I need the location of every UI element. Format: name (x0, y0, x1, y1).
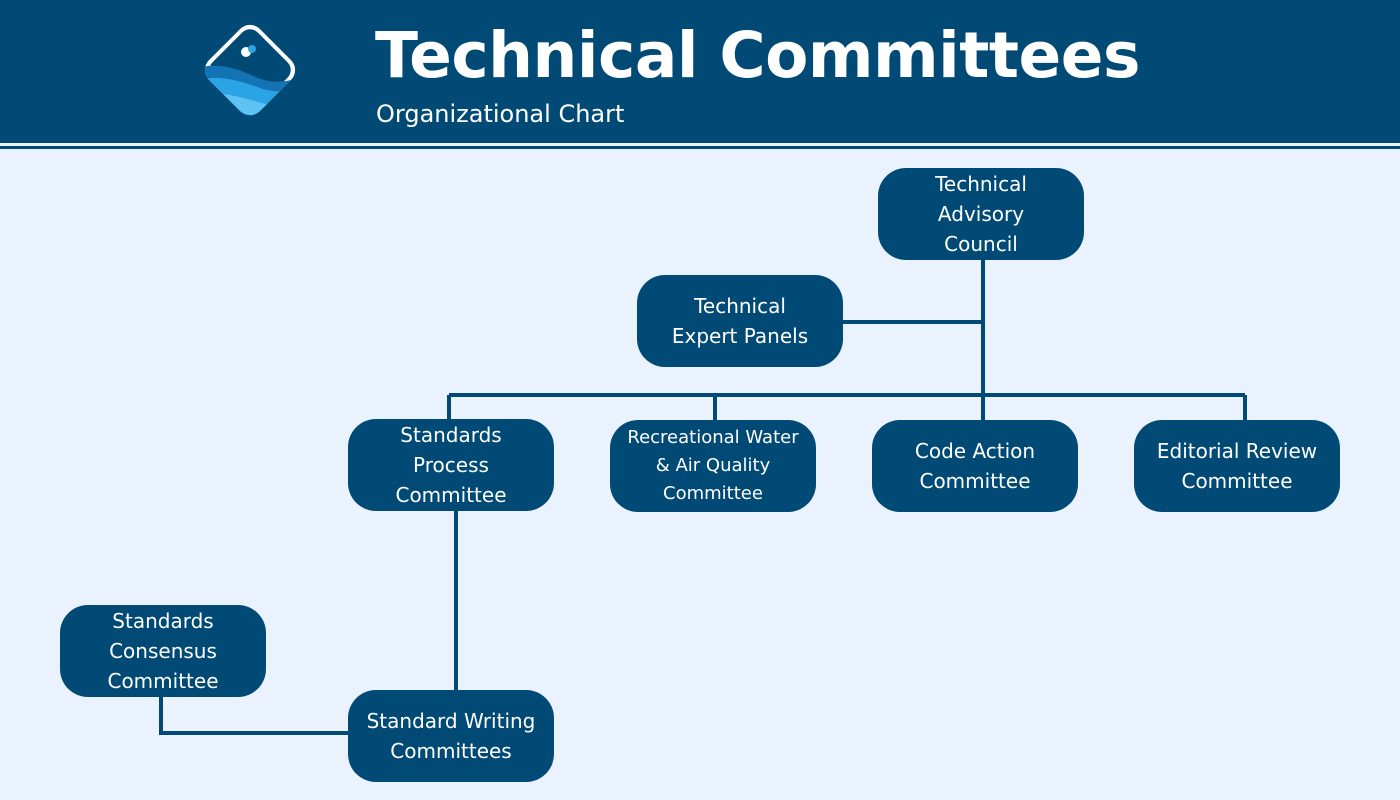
header-divider (0, 146, 1400, 149)
connector-consensus-committee (159, 696, 350, 735)
node-technical-expert-panels: Technical Expert Panels (637, 275, 843, 367)
node-standards-consensus-committee: Standards Consensus Committee (60, 605, 266, 697)
node-technical-advisory-council: Technical Advisory Council (878, 168, 1084, 260)
page-subtitle: Organizational Chart (376, 100, 625, 128)
page-title: Technical Committees (375, 19, 1140, 92)
node-standard-writing-committees: Standard Writing Committees (348, 690, 554, 782)
node-standards-process-committee: Standards Process Committee (348, 419, 554, 511)
node-code-action-committee: Code Action Committee (872, 420, 1078, 512)
wave-logo-icon (199, 24, 301, 121)
node-editorial-review-committee: Editorial Review Committee (1134, 420, 1340, 512)
node-recreational-water-air-quality-committee: Recreational Water & Air Quality Committ… (610, 420, 816, 512)
